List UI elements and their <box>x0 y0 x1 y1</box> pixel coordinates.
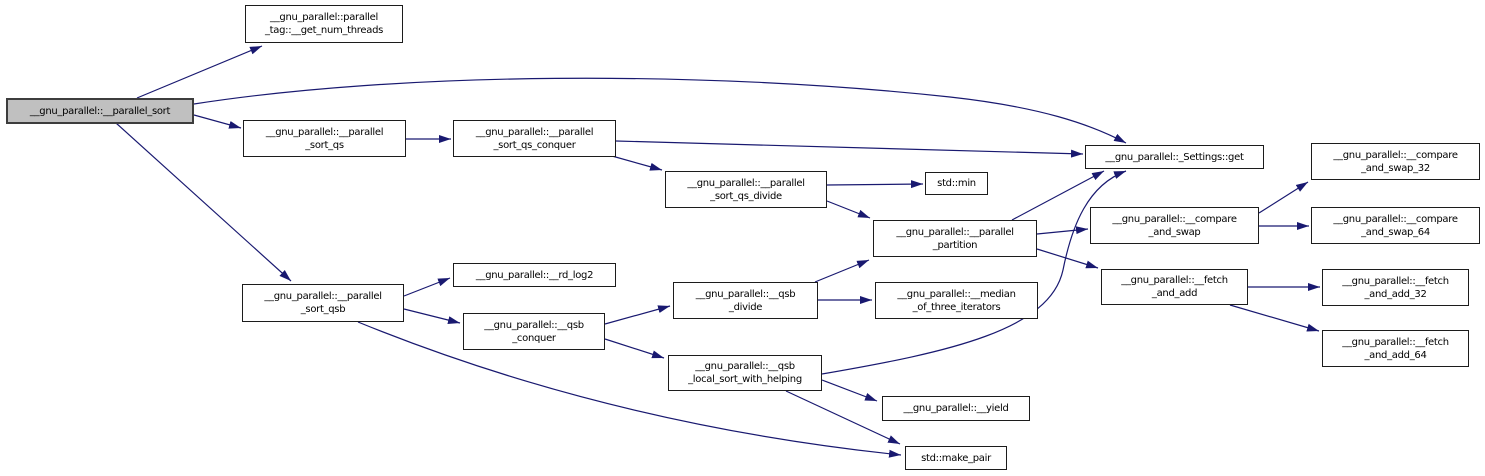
edge-faa-to-faa64 <box>1229 304 1320 332</box>
node-parallel-sort-qs-conquer[interactable]: __gnu_parallel::__parallel _sort_qs_conq… <box>453 120 616 157</box>
node-qsb-conquer[interactable]: __gnu_parallel::__qsb _conquer <box>463 313 605 350</box>
edge-qsb-to-rd-log2 <box>403 277 451 297</box>
edge-cas-to-cas32 <box>1258 181 1309 214</box>
edge-qsb-divide-to-partition <box>814 259 870 283</box>
edge-parallel-sort-to-parallel-sort-qs <box>193 114 242 129</box>
node-yield[interactable]: __gnu_parallel::__yield <box>882 396 1030 421</box>
node-compare-and-swap[interactable]: __gnu_parallel::__compare _and_swap <box>1090 207 1259 244</box>
node-parallel-sort-qsb[interactable]: __gnu_parallel::__parallel _sort_qsb <box>242 284 404 322</box>
node-rd-log2[interactable]: __gnu_parallel::__rd_log2 <box>453 263 616 287</box>
edge-qsb-conquer-to-qsb-divide <box>604 305 671 325</box>
node-settings-get[interactable]: __gnu_parallel::_Settings::get <box>1085 145 1264 169</box>
edge-partition-to-settings-get <box>1011 170 1105 221</box>
edge-qsb-to-qsb-conquer <box>403 308 461 324</box>
edge-divide-to-partition <box>826 200 871 219</box>
edge-qsb-to-make-pair <box>357 321 902 458</box>
node-compare-and-swap-64[interactable]: __gnu_parallel::__compare _and_swap_64 <box>1311 207 1480 244</box>
edge-local-sort-to-yield <box>821 379 878 402</box>
edge-qsb-conquer-to-local-sort <box>604 338 665 359</box>
edge-divide-to-std-min <box>826 180 924 189</box>
node-std-make-pair[interactable]: std::make_pair <box>905 446 1007 470</box>
edge-partition-to-compare-and-swap <box>1036 226 1089 235</box>
node-parallel-sort-qs[interactable]: __gnu_parallel::__parallel _sort_qs <box>243 120 406 157</box>
node-median-of-three-iterators[interactable]: __gnu_parallel::__median _of_three_itera… <box>875 282 1038 319</box>
edge-parallel-sort-to-get-num-threads <box>136 45 263 99</box>
edge-local-sort-to-settings-get <box>821 170 1127 375</box>
node-fetch-and-add-32[interactable]: __gnu_parallel::__fetch _and_add_32 <box>1322 269 1469 306</box>
node-parallel-partition[interactable]: __gnu_parallel::__parallel _partition <box>873 220 1037 257</box>
edge-conquer-to-settings-get <box>615 140 1084 158</box>
edge-partition-to-fetch-and-add <box>1036 248 1099 269</box>
edge-parallel-sort-to-parallel-sort-qsb <box>115 122 292 282</box>
node-std-min[interactable]: std::min <box>925 172 988 195</box>
edge-parallel-sort-to-settings-get <box>193 77 1127 144</box>
node-fetch-and-add-64[interactable]: __gnu_parallel::__fetch _and_add_64 <box>1322 330 1469 367</box>
node-fetch-and-add[interactable]: __gnu_parallel::__fetch _and_add <box>1101 269 1248 305</box>
node-compare-and-swap-32[interactable]: __gnu_parallel::__compare _and_swap_32 <box>1311 143 1480 180</box>
node-qsb-local-sort-with-helping[interactable]: __gnu_parallel::__qsb _local_sort_with_h… <box>668 355 822 391</box>
node-parallel-sort-qs-divide[interactable]: __gnu_parallel::__parallel _sort_qs_divi… <box>665 171 827 208</box>
edge-local-sort-to-make-pair <box>785 390 901 445</box>
node-get-num-threads[interactable]: __gnu_parallel::parallel _tag::__get_num… <box>245 5 403 43</box>
node-qsb-divide[interactable]: __gnu_parallel::__qsb _divide <box>673 282 818 319</box>
edge-conquer-to-divide <box>611 155 663 171</box>
node-parallel-sort: __gnu_parallel::__parallel_sort <box>6 98 194 124</box>
